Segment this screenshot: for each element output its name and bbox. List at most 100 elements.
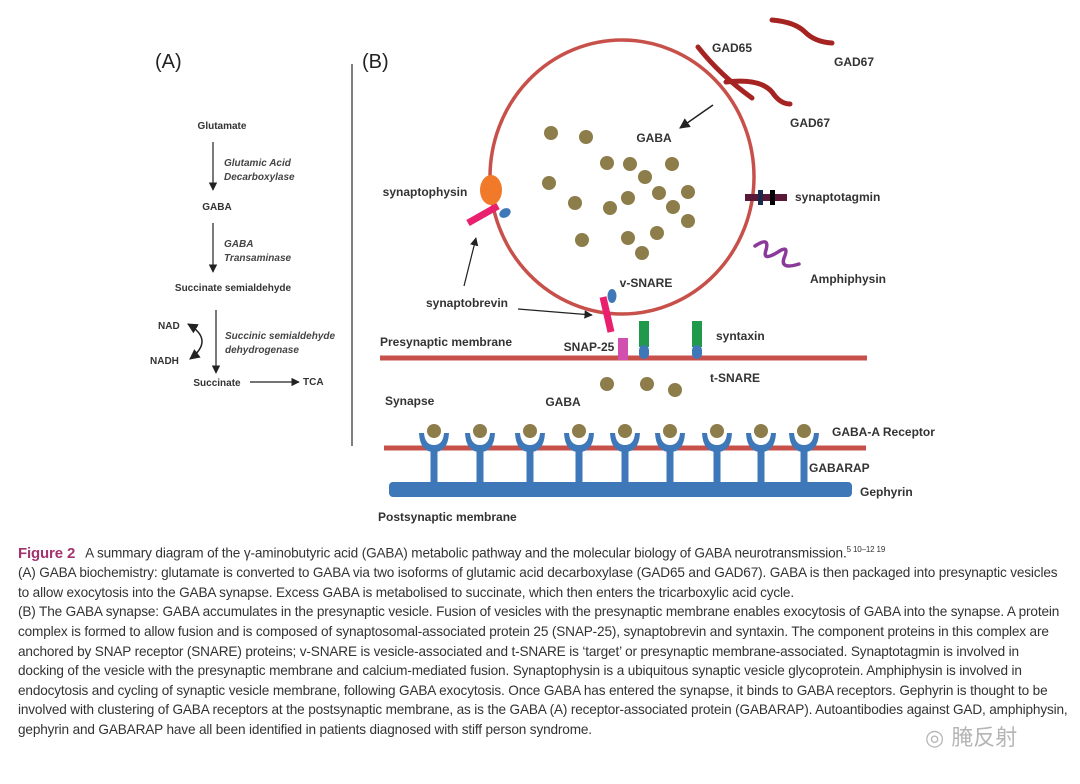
nad-label: NAD (158, 321, 180, 332)
gaba-molecule-bound (572, 424, 586, 438)
gaba-a-receptor (746, 424, 776, 484)
t-snare-protein (639, 345, 649, 359)
gaba-molecule (638, 170, 652, 184)
gaba-molecule (600, 156, 614, 170)
receptor-cup (655, 433, 685, 452)
syntaxin-label: syntaxin (716, 329, 765, 343)
succinate-label: Succinate (193, 378, 241, 389)
gabarap-stem (757, 448, 765, 484)
nad-nadh-arrow (187, 323, 203, 360)
caption-refs: 5 10–12 19 (846, 545, 886, 554)
synaptophysin-anchor (499, 208, 511, 218)
gabarap-stem (526, 448, 534, 484)
gaba-molecule (640, 377, 654, 391)
panel-a-label: (A) (155, 51, 182, 73)
gad65-protein (695, 44, 755, 101)
gad67-protein (723, 78, 793, 107)
receptor-cup (610, 433, 640, 452)
gaba-molecule (650, 226, 664, 240)
panel-b-label: (B) (362, 51, 389, 73)
presynaptic-membrane-label: Presynaptic membrane (380, 335, 512, 349)
v-snare-protein (607, 289, 617, 303)
gaba-molecule (544, 126, 558, 140)
gaba-a-receptor (515, 424, 545, 484)
t-snare-protein (692, 345, 702, 359)
v-snare-label: v-SNARE (620, 276, 673, 290)
gaba-molecule (575, 233, 589, 247)
figure-label: Figure 2 (18, 544, 76, 562)
gabarap-stem (430, 448, 438, 484)
gaba-molecule (600, 377, 614, 391)
enzyme-gaba-t-line2: Transaminase (224, 253, 292, 264)
enzyme-gad-line2: Decarboxylase (224, 172, 295, 183)
gaba-a-receptors (419, 424, 819, 484)
syntaxin-protein (639, 321, 649, 347)
gabarap-stem (713, 448, 721, 484)
synaptophysin-label: synaptophysin (383, 185, 468, 199)
gaba-molecule-bound (754, 424, 768, 438)
gaba-molecule-bound (473, 424, 487, 438)
gaba-molecule (621, 231, 635, 245)
gaba-molecule-bound (797, 424, 811, 438)
gad67-label: GAD67 (790, 116, 830, 130)
gaba-a-receptor (702, 424, 732, 484)
gaba-molecule (665, 157, 679, 171)
receptor-cup (564, 433, 594, 452)
gabarap-stem (800, 448, 808, 484)
caption-para-b: (B) The GABA synapse: GABA accumulates i… (18, 604, 1068, 737)
gabarap-stem (621, 448, 629, 484)
gaba-a-receptor (465, 424, 495, 484)
gaba-molecule-bound (523, 424, 537, 438)
receptor-cup (465, 433, 495, 452)
gaba-molecule (681, 185, 695, 199)
synaptobrevin-arrow-right (517, 308, 593, 319)
receptor-cup (746, 433, 776, 452)
gaba-molecule (568, 196, 582, 210)
glutamate-label: Glutamate (198, 121, 247, 132)
panel-a: (A) Glutamate Glutamic Acid Decarboxylas… (150, 51, 335, 389)
caption-title: A summary diagram of the γ-aminobutyric … (85, 545, 847, 561)
synaptophysin-protein (480, 175, 502, 205)
gabarap-stem (476, 448, 484, 484)
postsynaptic-membrane-label: Postsynaptic membrane (378, 510, 517, 524)
ssa-label: Succinate semialdehyde (175, 283, 292, 294)
synaptophysin-bar (466, 202, 500, 227)
receptor-cup (702, 433, 732, 452)
vesicle-gaba-molecules (542, 126, 695, 260)
synaptobrevin-label: synaptobrevin (426, 296, 508, 310)
gaba-molecule (681, 214, 695, 228)
nadh-label: NADH (150, 356, 179, 367)
tca-label: TCA (303, 377, 324, 388)
gaba-a-receptor (610, 424, 640, 484)
synaptobrevin-arrow-up (463, 237, 479, 287)
caption-title-line: Figure 2 A summary diagram of the γ-amino… (18, 540, 1068, 563)
gaba-vesicle-label: GABA (636, 131, 672, 145)
gaba-molecule (623, 157, 637, 171)
enzyme-ssadh-line1: Succinic semialdehyde (225, 331, 335, 342)
gaba-a-receptor (564, 424, 594, 484)
gad67-protein-free (769, 17, 835, 46)
gaba-molecule (603, 201, 617, 215)
enzyme-gaba-t-line1: GABA (224, 239, 253, 250)
gaba-molecule (652, 186, 666, 200)
t-snare-label: t-SNARE (710, 371, 760, 385)
gabarap-label: GABARAP (809, 461, 870, 475)
gaba-molecule (579, 130, 593, 144)
gaba-label: GABA (202, 202, 231, 213)
receptor-cup (515, 433, 545, 452)
gaba-molecule (668, 383, 682, 397)
gaba-molecule-bound (663, 424, 677, 438)
gaba-molecule-bound (427, 424, 441, 438)
gad65-label: GAD65 (712, 41, 752, 55)
gaba-molecule (635, 246, 649, 260)
gaba-synapse-label: GABA (545, 395, 581, 409)
gaba-molecule-bound (618, 424, 632, 438)
snap25-label: SNAP-25 (564, 340, 615, 354)
gephyrin-label: Gephyrin (860, 485, 913, 499)
amphiphysin-label: Amphiphysin (810, 272, 886, 286)
panel-b: (B) GAD65 GAD67 GAD67 GABA synaptophysin… (362, 17, 935, 524)
synaptotagmin-protein (745, 194, 787, 201)
receptor-cup (789, 433, 819, 452)
receptor-cup (419, 433, 449, 452)
watermark-logo: ◎ 腌反射 (925, 726, 1018, 751)
